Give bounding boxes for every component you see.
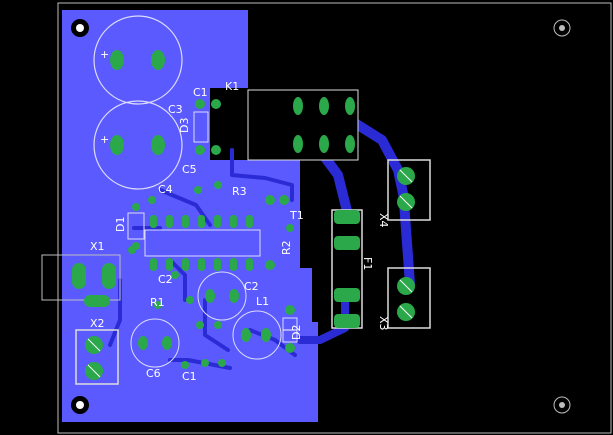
fuse-f1[interactable]: [331, 209, 363, 329]
capacitor-c1-top[interactable]: +: [93, 15, 183, 105]
mounting-hole-icon: [553, 396, 571, 414]
terminal-x2[interactable]: [75, 329, 119, 385]
capacitor-c2[interactable]: [197, 271, 247, 321]
board-outline: [57, 2, 612, 434]
label-c1-bottom: C1: [182, 370, 197, 383]
label-c6: C6: [146, 367, 161, 380]
label-c5: C5: [182, 163, 197, 176]
ic-body[interactable]: [144, 229, 261, 257]
mounting-hole-icon: [71, 396, 89, 414]
label-f1: F1: [361, 257, 374, 270]
label-c4: C4: [158, 183, 173, 196]
label-k1: K1: [225, 80, 239, 93]
mounting-hole-icon: [553, 19, 571, 37]
label-d2: D2: [290, 325, 303, 340]
diode-d1[interactable]: [127, 203, 145, 250]
diode-d2[interactable]: [282, 317, 298, 343]
silkscreen-labels: C1 C3 K1 D3 C5 C4 R3 T1 D1 R2 X1 C2 C2 R…: [90, 80, 390, 383]
capacitor-c6[interactable]: [130, 318, 180, 368]
label-l1: L1: [256, 295, 269, 308]
label-c1-top: C1: [193, 86, 208, 99]
label-d1: D1: [114, 217, 127, 232]
label-r2: R2: [280, 240, 293, 255]
copper-pour: [62, 10, 318, 422]
connector-x1[interactable]: [41, 254, 121, 307]
inductor-l1[interactable]: [232, 310, 282, 360]
mounting-hole-icon: [71, 19, 89, 37]
terminal-x4[interactable]: [387, 159, 431, 221]
misc-pads: [128, 181, 295, 369]
label-x1: X1: [90, 240, 105, 253]
label-x2: X2: [90, 317, 105, 330]
terminal-x3[interactable]: [387, 267, 431, 329]
label-x3: X3: [377, 316, 390, 331]
capacitor-c3[interactable]: +: [93, 100, 183, 190]
label-c2-small: C2: [158, 273, 173, 286]
label-d3: D3: [178, 118, 191, 133]
label-x4: X4: [377, 213, 390, 228]
label-r3: R3: [232, 185, 247, 198]
relay-k1[interactable]: [247, 89, 359, 161]
svg-text:+: +: [100, 133, 109, 146]
diode-d3[interactable]: [193, 99, 221, 155]
ic-pins-top: [150, 215, 253, 271]
svg-text:+: +: [100, 48, 109, 61]
label-t1: T1: [289, 209, 304, 222]
label-c2: C2: [244, 280, 259, 293]
label-r1: R1: [150, 296, 165, 309]
label-c3: C3: [168, 103, 183, 116]
